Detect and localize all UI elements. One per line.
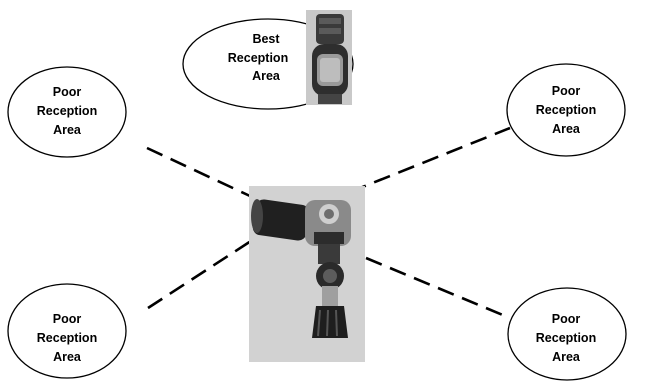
best-area-label-line3: Area — [252, 69, 281, 83]
top-left-area-label-line3: Area — [53, 123, 82, 137]
best-area-label-line2: Reception — [228, 51, 288, 65]
bottom-right-area-label-line2: Reception — [536, 331, 596, 345]
bottom-left-area-label-line1: Poor — [53, 312, 82, 326]
top-left-area-label-line2: Reception — [37, 104, 97, 118]
top-left-area-label-line1: Poor — [53, 85, 82, 99]
bottom-left-area-label-line2: Reception — [37, 331, 97, 345]
connector-top-right — [349, 126, 511, 194]
top-right-area-label-line2: Reception — [536, 103, 596, 117]
poor-area-ellipse-top-right — [506, 63, 626, 157]
connector-bottom-left — [147, 239, 252, 310]
poor-area-ellipse-top-left — [7, 66, 127, 158]
bottom-right-area-label-line3: Area — [552, 350, 581, 364]
best-area-label-line1: Best — [252, 32, 280, 46]
transmitter-image — [249, 186, 365, 362]
bottom-right-area-label-line1: Poor — [552, 312, 581, 326]
poor-area-ellipse-bottom-right — [507, 287, 627, 381]
connector-top-left — [146, 146, 251, 198]
top-right-area-label-line1: Poor — [552, 84, 581, 98]
connector-lines — [146, 126, 511, 320]
top-right-area-label-line3: Area — [552, 122, 581, 136]
watch-image — [306, 10, 352, 105]
bottom-left-area-label-line3: Area — [53, 350, 82, 364]
connector-bottom-right — [365, 256, 511, 320]
poor-area-ellipse-bottom-left — [7, 283, 127, 379]
